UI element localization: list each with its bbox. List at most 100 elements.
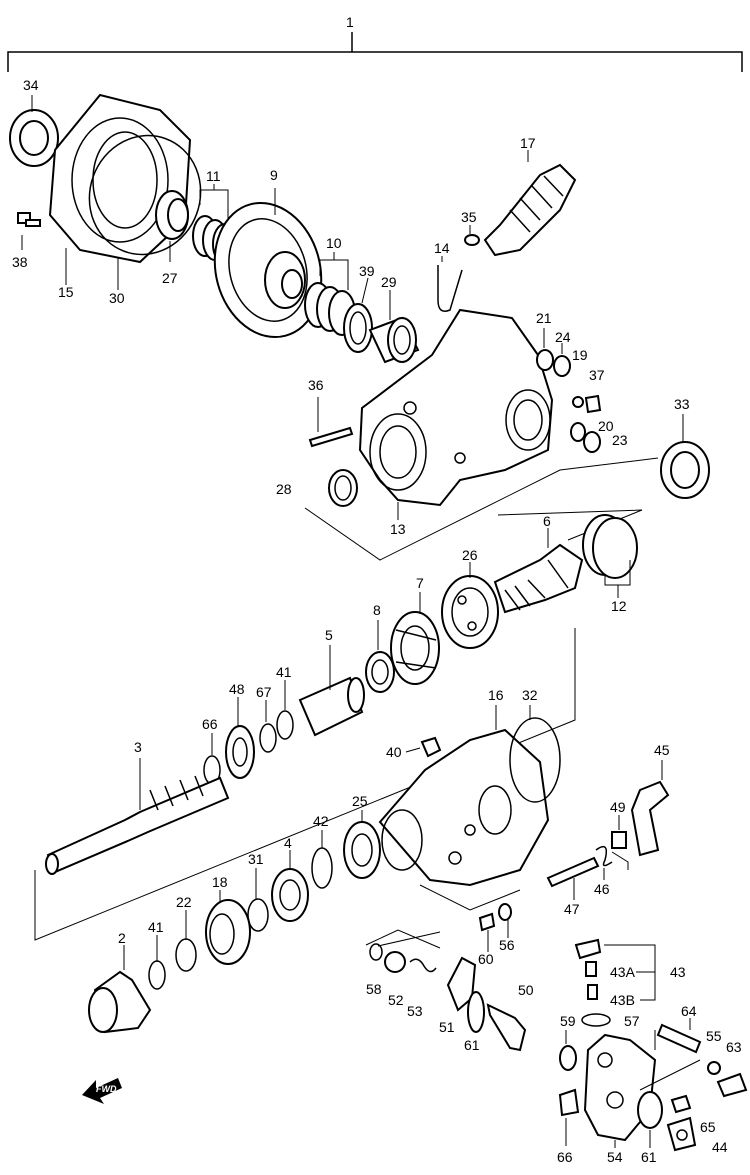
callout-60: 60 — [478, 951, 494, 967]
callout-52: 52 — [388, 992, 404, 1008]
circlip-42 — [311, 830, 333, 889]
callout-23: 23 — [612, 432, 628, 448]
sleeve-5 — [298, 645, 365, 737]
cap-24 — [553, 355, 571, 377]
output-shaft-3 — [34, 628, 576, 941]
callout-labels: 1 2 3 4 5 6 7 8 9 10 11 12 13 14 15 16 1… — [12, 14, 742, 1165]
callout-43a: 43A — [610, 964, 636, 980]
callout-45: 45 — [654, 742, 670, 758]
spring-46 — [595, 845, 629, 880]
cam-51 — [446, 956, 477, 1012]
callout-30: 30 — [109, 290, 125, 306]
callout-19: 19 — [572, 347, 588, 363]
callout-2: 2 — [118, 930, 126, 946]
callout-8: 8 — [373, 602, 381, 618]
callout-16: 16 — [488, 687, 504, 703]
bearing-25 — [343, 810, 381, 879]
washer-22 — [175, 910, 197, 972]
shaft-50 — [486, 1003, 527, 1052]
callout-14: 14 — [434, 240, 450, 256]
callout-36: 36 — [308, 377, 324, 393]
cam-7 — [390, 592, 440, 685]
spring-53 — [409, 958, 437, 973]
callout-37: 37 — [589, 367, 605, 383]
callout-56: 56 — [499, 937, 515, 953]
bolt-60-washer-56 — [478, 903, 512, 952]
callout-18: 18 — [212, 874, 228, 890]
callout-50: 50 — [518, 982, 534, 998]
callout-5: 5 — [325, 627, 333, 643]
callout-28: 28 — [276, 481, 292, 497]
fwd-arrow-icon: FWD — [82, 1078, 122, 1104]
shift-lever-45 — [630, 760, 670, 857]
gasket-32 — [509, 705, 561, 803]
housing-54 — [583, 1033, 657, 1148]
boot-17 — [483, 150, 577, 257]
callout-63: 63 — [726, 1039, 742, 1055]
bolt-65-bracket-44 — [666, 1094, 697, 1152]
callout-46: 46 — [594, 881, 610, 897]
callout-59: 59 — [560, 1013, 576, 1029]
callout-17: 17 — [520, 135, 536, 151]
washer-66-upper — [203, 733, 221, 785]
bearing-4 — [271, 850, 309, 922]
washer-58 — [369, 943, 383, 961]
callout-20: 20 — [598, 418, 614, 434]
circlip-41-lower — [148, 935, 166, 990]
callout-49: 49 — [610, 799, 626, 815]
plug-40 — [405, 736, 442, 758]
bolt-37 — [584, 394, 602, 414]
callout-64: 64 — [681, 1003, 697, 1019]
ring-gear-9 — [213, 188, 323, 339]
callout-9: 9 — [270, 167, 278, 183]
callout-39: 39 — [359, 263, 375, 279]
callout-41-lower: 41 — [148, 919, 164, 935]
washer-19 — [572, 396, 584, 408]
callout-41-upper: 41 — [276, 664, 292, 680]
callout-7: 7 — [416, 575, 424, 591]
callout-51: 51 — [439, 1019, 455, 1035]
plug-43 — [574, 938, 656, 1001]
gear-48 — [225, 697, 255, 779]
clamp-35 — [464, 225, 480, 246]
bolts-64-55-63 — [656, 1018, 748, 1098]
callout-55: 55 — [706, 1028, 722, 1044]
washer-20 — [570, 422, 586, 442]
o-ring-31 — [247, 868, 269, 932]
breather-hose-14 — [437, 256, 463, 312]
collar-49 — [611, 815, 627, 849]
callout-67: 67 — [256, 684, 272, 700]
seal-21 — [536, 349, 554, 371]
shim-set-12 — [582, 514, 638, 598]
callout-40: 40 — [386, 744, 402, 760]
callout-65: 65 — [700, 1119, 716, 1135]
callout-34: 34 — [23, 77, 39, 93]
callout-43: 43 — [670, 964, 686, 980]
callout-44: 44 — [712, 1139, 728, 1155]
callout-42: 42 — [313, 813, 329, 829]
needle-bearing-28 — [328, 469, 358, 507]
boot-2 — [88, 945, 152, 1034]
callout-15: 15 — [58, 284, 74, 300]
callout-54: 54 — [607, 1149, 623, 1165]
rod-47 — [546, 856, 600, 900]
callout-66-upper: 66 — [202, 716, 218, 732]
callout-1: 1 — [346, 14, 354, 30]
o-ring-30 — [88, 134, 202, 290]
oil-seal-33 — [660, 414, 710, 499]
callout-61-lower: 61 — [641, 1149, 657, 1165]
circlip-41-upper — [276, 680, 294, 740]
cover-15 — [48, 93, 192, 285]
lower-assembly-cluster — [365, 929, 527, 1052]
callout-26: 26 — [462, 547, 478, 563]
callout-12: 12 — [611, 598, 627, 614]
oil-seal-34 — [9, 95, 59, 167]
bushing-52 — [384, 951, 406, 973]
gear-61-left — [467, 991, 485, 1033]
callout-43b: 43B — [610, 992, 635, 1008]
callout-48: 48 — [229, 681, 245, 697]
callout-38: 38 — [12, 254, 28, 270]
seal-61-washer-66-lower — [558, 1030, 701, 1148]
callout-53: 53 — [407, 1003, 423, 1019]
